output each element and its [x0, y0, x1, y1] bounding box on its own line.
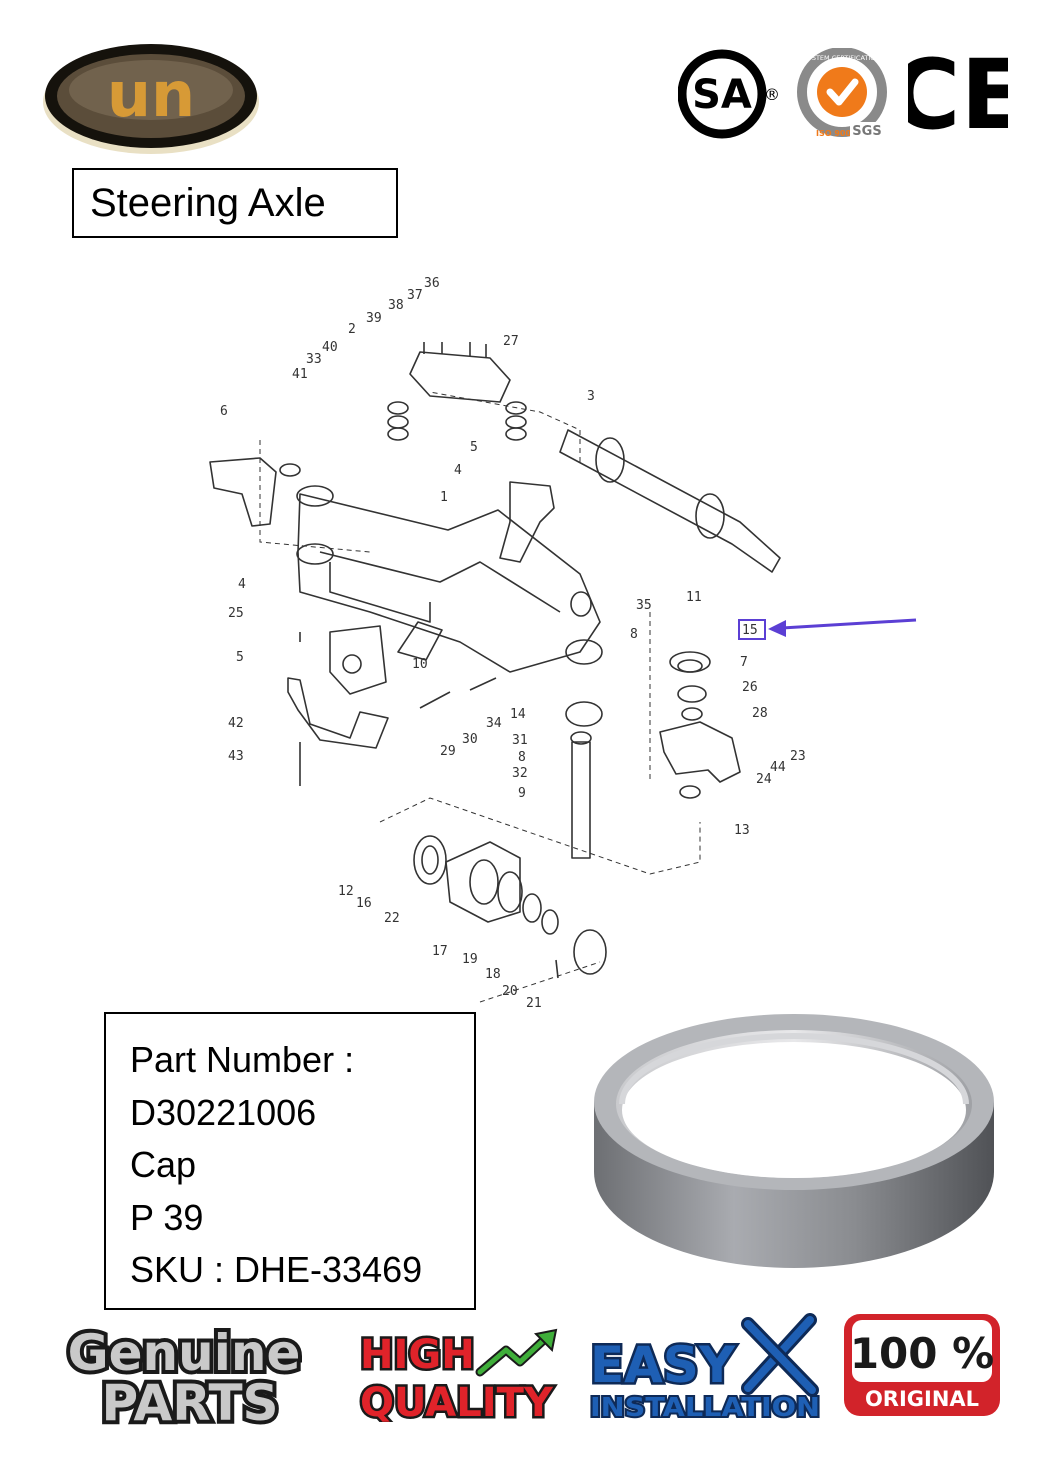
highlight-box — [738, 619, 766, 640]
genuine-text: Genuine — [68, 1324, 301, 1382]
callout-label: 20 — [502, 984, 518, 999]
original-text: ORIGINAL — [865, 1387, 979, 1411]
callout-label: 35 — [636, 598, 652, 613]
ce-text: CE — [908, 46, 1008, 138]
callout-label: 33 — [306, 352, 322, 367]
callout-label: 37 — [407, 288, 423, 303]
callout-label: 40 — [322, 340, 338, 355]
callout-label: 11 — [686, 590, 702, 605]
high-quality-badge: HIGH HIGH QUALITY QUALITY — [358, 1328, 558, 1422]
pointer-arrow-icon — [768, 618, 917, 637]
callout-label: 5 — [236, 650, 244, 665]
easy-installation-badge: EASY EASY INSTALLATION INSTALLATION — [588, 1313, 822, 1422]
callout-label: 44 — [770, 760, 786, 775]
genuine-text-outline: Genuine — [68, 1324, 301, 1382]
sgs-iso-certification-icon: SYSTEM CERTIFICATION ISO 9001:2008 SGS — [797, 48, 887, 139]
callout-label: 22 — [384, 911, 400, 926]
parts-text-outline: PARTS — [101, 1374, 278, 1428]
callout-label: 9 — [518, 786, 526, 801]
sgs-text: SGS — [852, 124, 881, 139]
original-badge: 100 % ORIGINAL — [844, 1314, 1000, 1416]
genuine-parts-badge: Genuine Genuine PARTS PARTS — [64, 1320, 305, 1428]
callout-label: 21 — [526, 996, 542, 1011]
iso-text: ISO 9001:2008 — [816, 129, 882, 138]
part-number: D30221006 — [130, 1091, 317, 1133]
quality-text-outline: QUALITY — [360, 1380, 554, 1422]
callout-label: 30 — [462, 732, 478, 747]
callout-label: 2 — [348, 322, 356, 337]
callout-label: 18 — [485, 967, 501, 982]
callout-label: 43 — [228, 749, 244, 764]
product-photo — [594, 1014, 994, 1268]
callout-label: 7 — [740, 655, 748, 670]
percent-text: 100 % — [850, 1329, 994, 1378]
callout-label: 34 — [486, 716, 502, 731]
logo-text: un — [107, 58, 195, 131]
callout-label: 13 — [734, 823, 750, 838]
callout-label: 17 — [432, 944, 448, 959]
part-info-box: Part Number : D30221006 Cap P 39 SKU : D… — [104, 1012, 476, 1310]
sku: SKU : DHE-33469 — [130, 1249, 423, 1290]
callout-label: 41 — [292, 367, 308, 382]
callout-label: 32 — [512, 766, 528, 781]
callout-label: 26 — [742, 680, 758, 695]
callout-label: 6 — [220, 404, 228, 419]
high-text-outline: HIGH — [360, 1332, 475, 1378]
page-title: Steering Axle — [72, 168, 398, 238]
csa-certification-icon: SA ® — [678, 49, 780, 139]
callout-label: 38 — [388, 298, 404, 313]
catalog-page: P 39 — [130, 1196, 204, 1238]
parts-text: PARTS — [101, 1374, 278, 1428]
callout-label: 3 — [587, 389, 595, 404]
callout-label: 42 — [228, 716, 244, 731]
callout-label: 31 — [512, 733, 528, 748]
steering-axle-exploded-diagram — [209, 342, 781, 1003]
callout-label: 8 — [630, 627, 638, 642]
callout-label: 4 — [454, 463, 462, 478]
callout-label: 19 — [462, 952, 478, 967]
callout-label: 14 — [510, 707, 526, 722]
brand-logo: un — [43, 44, 259, 154]
ce-certification-icon: CE — [908, 46, 1008, 138]
part-number-label: Part Number : — [130, 1039, 355, 1080]
callout-label: 16 — [356, 896, 372, 911]
callout-label: 25 — [228, 606, 244, 621]
callout-label: 24 — [756, 772, 772, 787]
callout-label-highlighted: 15 — [742, 623, 758, 638]
callout-label: 12 — [338, 884, 354, 899]
high-text: HIGH — [360, 1332, 475, 1378]
installation-text: INSTALLATION — [590, 1393, 820, 1422]
callout-label: 10 — [412, 657, 428, 672]
callout-label: 36 — [424, 276, 440, 291]
part-name: Cap — [130, 1144, 197, 1185]
easy-text: EASY — [590, 1336, 736, 1394]
easy-text-outline: EASY — [590, 1336, 736, 1394]
callout-label: 28 — [752, 706, 768, 721]
callout-label: 23 — [790, 749, 806, 764]
sgs-system-text: SYSTEM CERTIFICATION — [804, 54, 881, 62]
callout-label: 8 — [518, 750, 526, 765]
wrench-screwdriver-icon — [741, 1313, 819, 1397]
quality-text: QUALITY — [360, 1380, 554, 1422]
callout-label: 1 — [440, 490, 448, 505]
csa-text: SA — [692, 72, 752, 118]
callout-label: 29 — [440, 744, 456, 759]
callout-label: 4 — [238, 577, 246, 592]
registered-mark: ® — [764, 85, 780, 104]
callout-label: 27 — [503, 334, 519, 349]
callout-label: 39 — [366, 311, 382, 326]
installation-text-outline: INSTALLATION — [590, 1393, 820, 1422]
callout-label: 5 — [470, 440, 478, 455]
